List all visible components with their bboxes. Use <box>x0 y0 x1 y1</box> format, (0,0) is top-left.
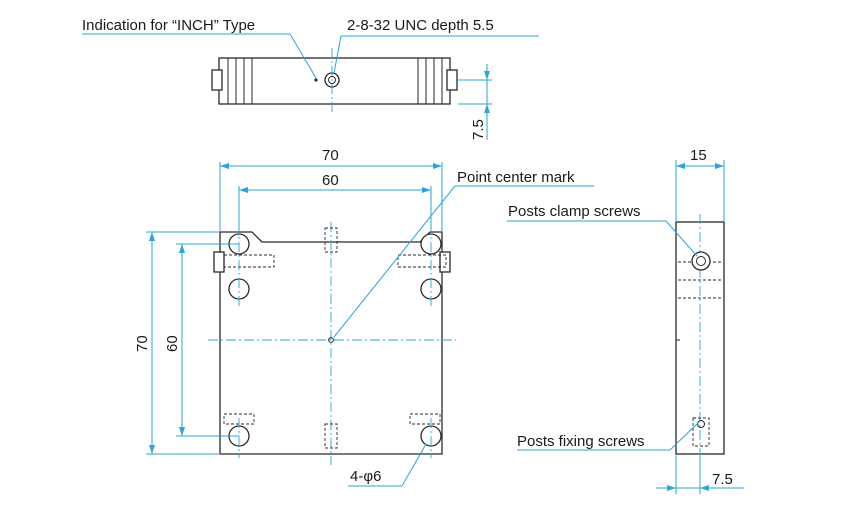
top-height-dimension <box>458 64 492 140</box>
inch-indication-mark <box>314 78 318 82</box>
side-thickness-dimension <box>675 160 725 222</box>
top-leaders <box>82 33 539 79</box>
front-height-dimensions <box>146 231 239 455</box>
top-view <box>211 48 458 112</box>
inch-indication-label: Indication for “INCH” Type <box>82 17 255 34</box>
point-center-mark <box>328 337 334 343</box>
front-width-dimensions <box>219 162 443 234</box>
side-offset-value: 7.5 <box>712 471 733 488</box>
front-width-outer-value: 70 <box>322 147 339 164</box>
top-view-left-knob <box>211 69 223 91</box>
point-center-mark-label: Point center mark <box>457 169 575 186</box>
side-clamp-screw <box>691 251 711 271</box>
front-height-outer-value: 70 <box>134 335 151 352</box>
front-height-inner-value: 60 <box>164 335 181 352</box>
front-width-inner-value: 60 <box>322 172 339 189</box>
front-view <box>208 222 456 465</box>
side-view <box>675 214 725 462</box>
tap-hole-label: 2-8-32 UNC depth 5.5 <box>347 17 494 34</box>
top-view-right-knob <box>446 69 458 91</box>
top-height-value: 7.5 <box>470 119 487 140</box>
hole-count-label: 4-φ6 <box>350 468 381 485</box>
posts-fixing-screws-label: Posts fixing screws <box>517 433 645 450</box>
side-thickness-value: 15 <box>690 147 707 164</box>
side-offset-dimension <box>656 454 744 494</box>
posts-clamp-screws-label: Posts clamp screws <box>508 203 641 220</box>
